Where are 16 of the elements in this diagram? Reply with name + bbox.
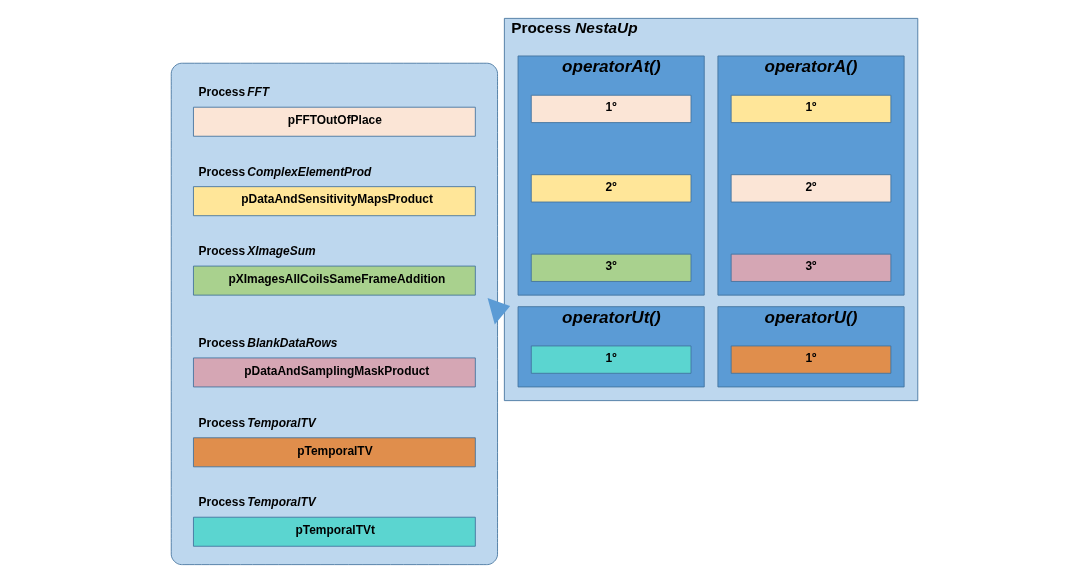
node-label: Process TemporalTV bbox=[198, 495, 316, 510]
node-label: Process TemporalTV bbox=[198, 415, 316, 430]
node-box: 2º bbox=[530, 174, 692, 203]
node-box: 2º bbox=[730, 174, 892, 203]
node-box: 1º bbox=[530, 345, 692, 374]
node-box: 3º bbox=[730, 253, 892, 282]
node-label: Process XImageSum bbox=[198, 244, 316, 259]
node-label: Process FFT bbox=[198, 85, 270, 100]
node-label: Process BlankDataRows bbox=[198, 335, 338, 350]
arrow bbox=[487, 297, 511, 325]
node-box: 1º bbox=[730, 94, 892, 123]
node-box: 1º bbox=[730, 345, 892, 374]
node-box: 3º bbox=[530, 253, 692, 282]
cluster bbox=[170, 62, 498, 566]
node-label: Process ComplexElementProd bbox=[198, 164, 372, 179]
node-box: 1º bbox=[530, 94, 692, 123]
